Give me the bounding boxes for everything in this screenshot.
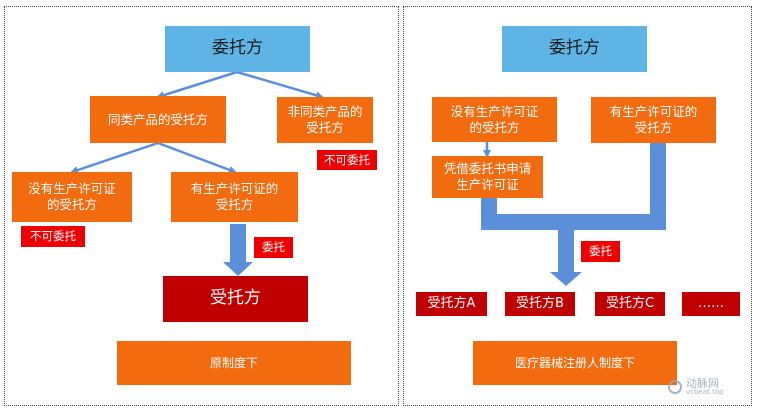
watermark-domain: vcbeat.top (686, 388, 724, 396)
right-has-license-box: 有生产许可证的 受托方 (591, 97, 716, 143)
panel-registrant-system (403, 6, 752, 406)
left-result-trustee-box: 受托方 (163, 276, 308, 322)
left-tag-non-same-not-allowed: 不可委托 (317, 150, 377, 170)
right-principal-box: 委托方 (502, 26, 647, 72)
left-has-license-box: 有生产许可证的 受托方 (171, 172, 298, 222)
right-result-trustee-b: 受托方B (505, 292, 575, 316)
right-tag-entrust: 委托 (581, 241, 620, 262)
left-no-license-box: 没有生产许可证 的受托方 (12, 172, 132, 222)
watermark: 动脉网 vcbeat.top (668, 378, 723, 396)
left-non-same-class-box: 非同类产品的 受托方 (277, 97, 373, 143)
right-apply-license-box: 凭借委托书申请 生产许可证 (432, 156, 543, 198)
left-tag-no-license-not-allowed: 不可委托 (21, 226, 85, 247)
left-same-class-box: 同类产品的受托方 (90, 96, 226, 143)
left-principal-box: 委托方 (165, 26, 310, 72)
connector-same-class-to-has-license (157, 141, 237, 174)
connector-same-class-to-no-license (70, 141, 159, 174)
watermark-logo-icon (668, 380, 682, 394)
panel-original-system (4, 6, 399, 406)
big-arrow-left (223, 224, 253, 276)
right-result-more: …… (682, 292, 740, 316)
big-arrow-right (550, 230, 582, 286)
merge-connector-right (481, 143, 666, 230)
right-result-trustee-c: 受托方C (595, 292, 665, 316)
left-footer-label: 原制度下 (117, 341, 351, 385)
left-tag-entrust: 委托 (254, 237, 293, 258)
connector-top-to-non-same-class (236, 70, 324, 100)
right-footer-label: 医疗器械注册人制度下 (473, 341, 677, 385)
right-no-license-box: 没有生产许可证 的受托方 (432, 97, 557, 142)
connector-top-to-same-class (156, 70, 238, 100)
right-result-trustee-a: 受托方A (416, 292, 487, 316)
watermark-name: 动脉网 (686, 377, 719, 390)
